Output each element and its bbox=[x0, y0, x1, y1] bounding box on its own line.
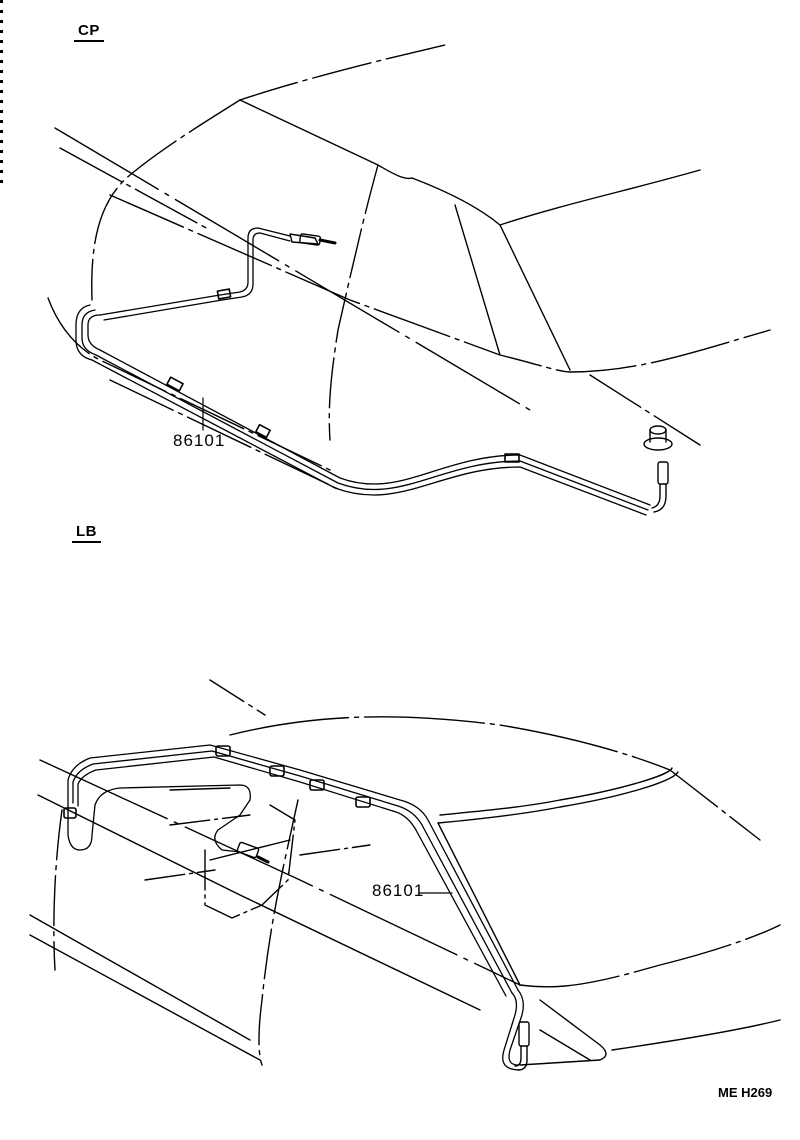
cp-clips bbox=[166, 288, 520, 463]
view-label-underline bbox=[74, 40, 104, 42]
lb-body-outline bbox=[29, 679, 781, 1066]
lb-antenna-cord bbox=[67, 744, 524, 1071]
plug-connector-icon bbox=[236, 841, 270, 864]
cp-antenna-cord bbox=[75, 227, 651, 516]
part-callout-cp: 86101 bbox=[173, 431, 226, 450]
view-label-cp: CP bbox=[74, 22, 104, 42]
cord-end-connector-icon bbox=[514, 1021, 530, 1071]
view-label-lb: LB bbox=[72, 523, 101, 543]
antenna-base-icon bbox=[643, 425, 673, 451]
cp-body-outline bbox=[47, 44, 771, 491]
view-label-underline bbox=[72, 541, 101, 543]
part-callout-lb: 86101 bbox=[372, 881, 425, 900]
view-label-cp-text: CP bbox=[78, 22, 100, 39]
reference-code: ME H269 bbox=[718, 1085, 773, 1100]
view-label-lb-text: LB bbox=[76, 523, 97, 540]
lb-clips bbox=[63, 745, 371, 819]
scan-edge-marks bbox=[0, 0, 3, 190]
cord-end-connector-icon bbox=[651, 461, 669, 513]
cp-car-drawing bbox=[47, 44, 771, 516]
plug-connector-icon bbox=[289, 233, 337, 246]
